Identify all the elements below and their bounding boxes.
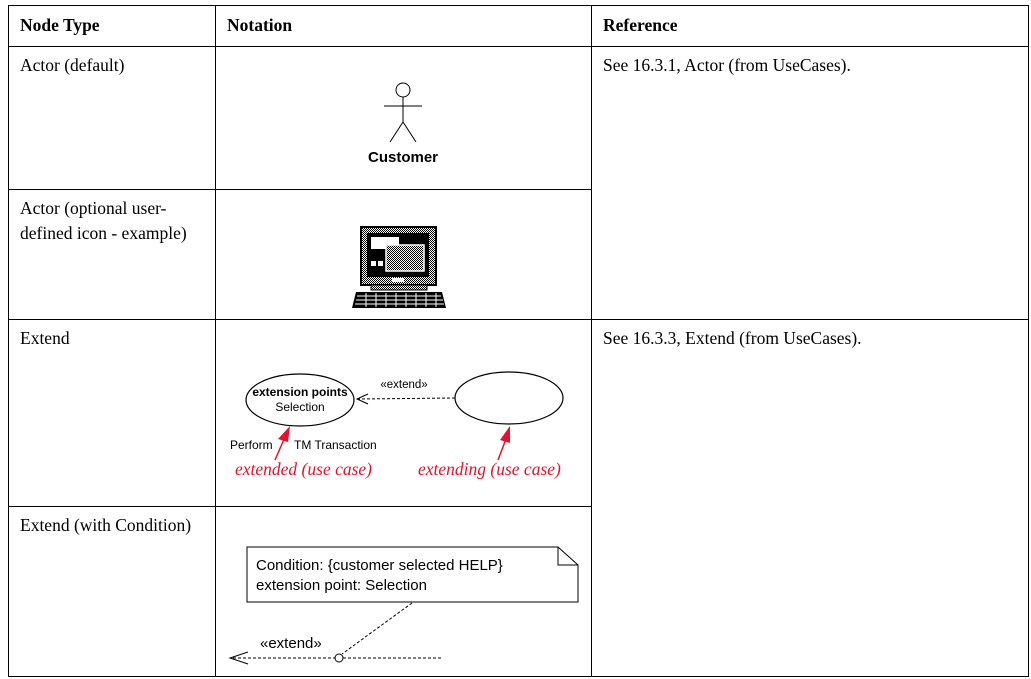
reference-cell: See 16.3.3, Extend (from UseCases). [591, 319, 1029, 677]
node-type-cell: Actor (default) [8, 46, 216, 190]
computer-icon [352, 226, 446, 308]
node-type-cell: Extend (with Condition) [8, 506, 216, 677]
node-notation-table: Node Type Notation Reference Actor (defa… [8, 5, 1029, 677]
header-reference: Reference [591, 5, 1029, 47]
use-case-name-left: Perform [230, 438, 273, 452]
header-notation: Notation [215, 5, 592, 47]
extend-stereotype: «extend» [260, 635, 322, 652]
extend-stereotype: «extend» [380, 379, 427, 391]
extension-point-text: extension point: Selection [256, 577, 427, 594]
notation-cell: Customer [215, 46, 592, 190]
use-case-name-right: TM Transaction [294, 438, 377, 452]
extending-annotation: extending (use case) [418, 459, 561, 479]
notation-cell: Condition: {customer selected HELP} exte… [215, 506, 592, 677]
red-arrowhead-icon [500, 426, 510, 443]
red-arrowhead-icon [278, 426, 290, 442]
table-row: Actor (optional user-defined icon - exam… [8, 189, 1029, 320]
open-arrowhead-icon [228, 651, 249, 665]
extend-dependency-line [357, 397, 456, 400]
extend-diagram: extension points Selection «extend» Perf… [230, 371, 564, 479]
stick-figure-icon [384, 82, 422, 143]
extending-use-case-ellipse [454, 371, 564, 425]
note-fold-icon [557, 547, 578, 566]
table-row: Extend extension points Selection «exten… [8, 319, 1029, 677]
extension-points-value: Selection [275, 400, 324, 414]
node-type-cell: Extend [8, 319, 216, 507]
extend-condition-diagram: Condition: {customer selected HELP} exte… [228, 546, 579, 665]
table-row: Extend (with Condition) Condition: {cust… [8, 506, 1029, 677]
extended-use-case-ellipse [245, 373, 355, 427]
extended-annotation: extended (use case) [235, 459, 372, 479]
reference-cell: See 16.3.1, Actor (from UseCases). [591, 46, 1029, 320]
notation-cell [215, 189, 592, 320]
condition-text: Condition: {customer selected HELP} [256, 557, 503, 574]
extended-annotation-arrow [274, 436, 286, 461]
actor-label: Customer [368, 149, 438, 166]
header-node-type: Node Type [8, 5, 216, 47]
extending-annotation-arrow [497, 438, 507, 461]
node-type-cell: Actor (optional user-defined icon - exam… [8, 189, 216, 320]
anchor-circle-icon [334, 653, 344, 663]
actor-stick-figure: Customer [368, 82, 438, 166]
condition-note [246, 546, 579, 603]
table-header-row: Node Type Notation Reference [8, 5, 1029, 47]
extension-points-title: extension points [252, 385, 348, 399]
open-arrowhead-icon [355, 393, 369, 405]
notation-cell: extension points Selection «extend» Perf… [215, 319, 592, 507]
note-anchor-line [341, 602, 413, 655]
table-row: Actor (default) Customer See 16.3.1, Act… [8, 46, 1029, 320]
